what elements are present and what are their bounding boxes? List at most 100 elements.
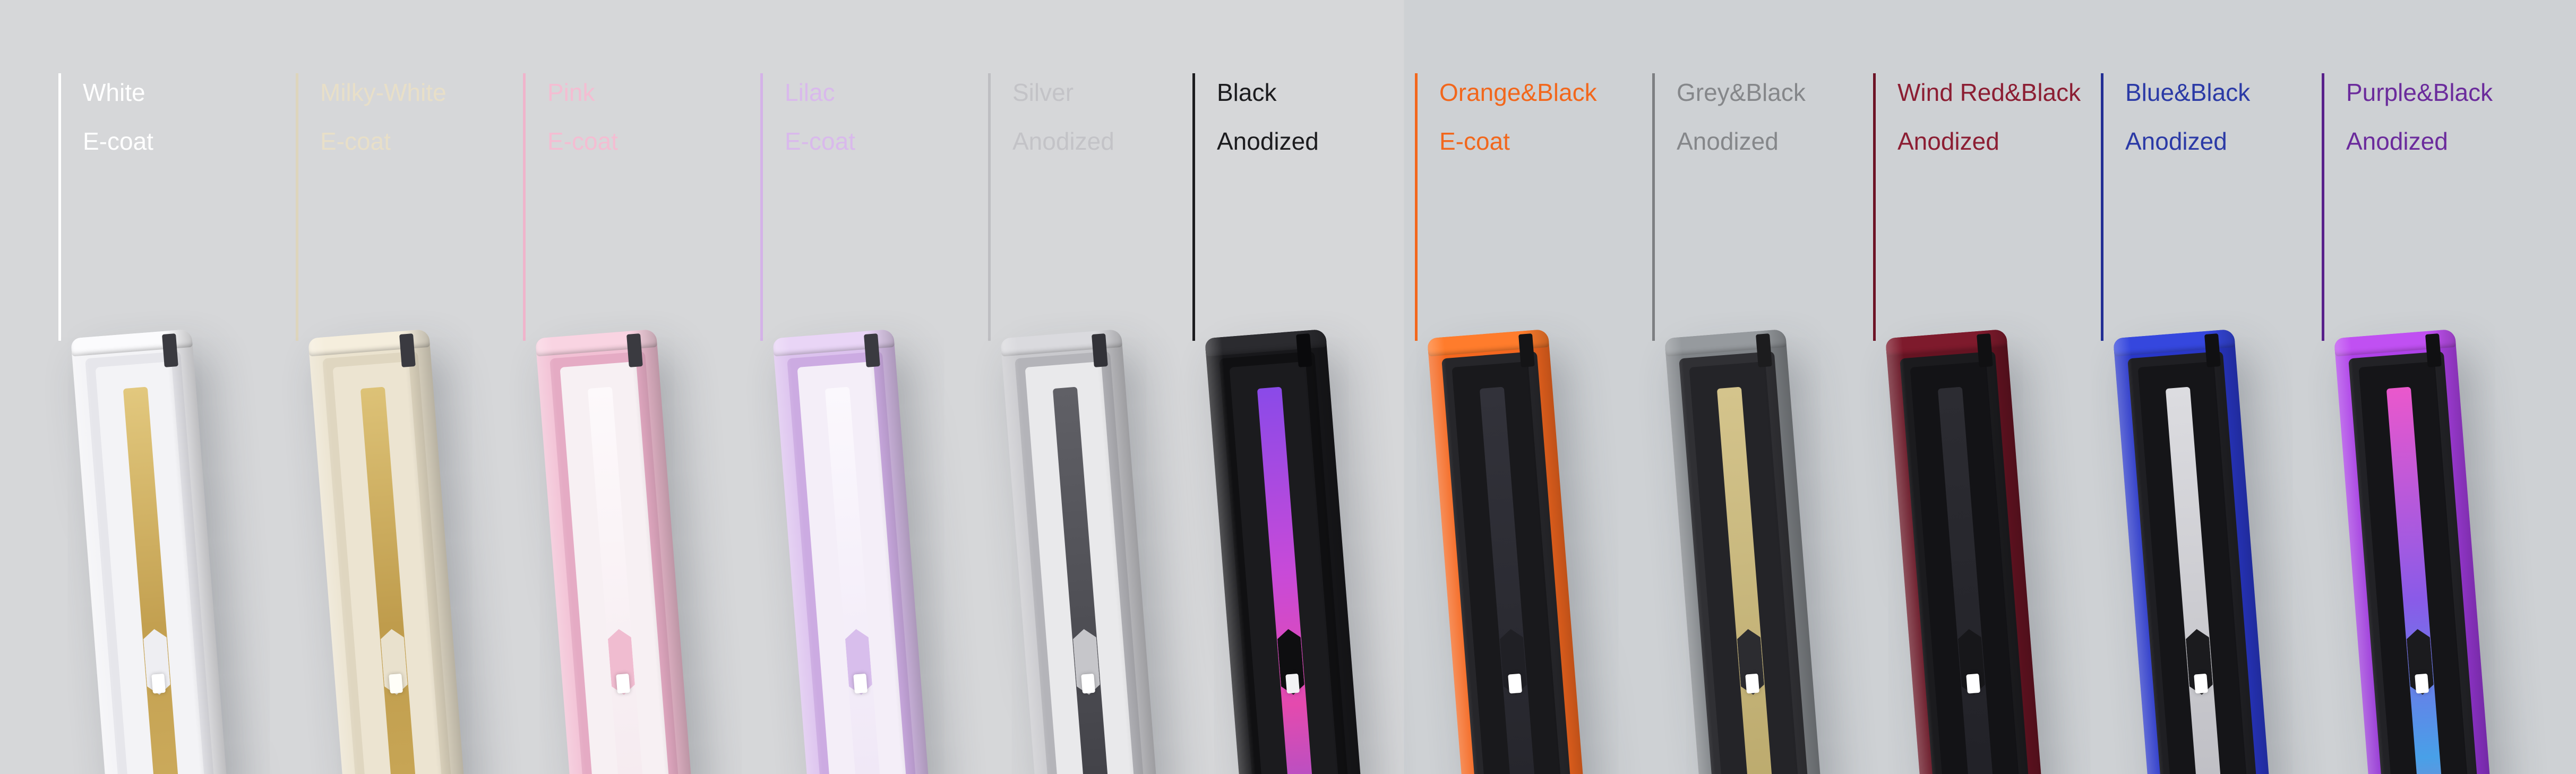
product-face — [1900, 351, 2039, 774]
variant-accent-line — [1415, 73, 1418, 341]
product-render — [1205, 329, 1371, 774]
variant-label: Grey&Black Anodized — [1677, 68, 1806, 166]
product-port — [2194, 673, 2208, 694]
product-port — [1966, 673, 1980, 694]
product-render — [1427, 329, 1594, 774]
product-window — [560, 361, 680, 774]
product-window — [1229, 361, 1349, 774]
product-window — [2137, 361, 2257, 774]
product-strip — [1257, 386, 1323, 774]
product-face — [549, 351, 689, 774]
variant-finish: Anodized — [1897, 127, 1999, 155]
product-clip — [1977, 333, 1993, 367]
variant-label: Wind Red&Black Anodized — [1897, 68, 2081, 166]
product-clip — [162, 333, 178, 367]
product-render — [308, 329, 475, 774]
variant-column: Blue&Black Anodized — [2101, 0, 2334, 774]
product-strip — [2386, 386, 2452, 774]
product-port — [1285, 673, 1300, 694]
product-window — [332, 361, 452, 774]
product-clip — [626, 333, 643, 367]
variant-column: Milky-White E-coat — [296, 0, 529, 774]
product-render — [772, 329, 939, 774]
product-port — [1081, 673, 1095, 694]
variant-column: Lilac E-coat — [760, 0, 994, 774]
variant-column: Purple&Black Anodized — [2322, 0, 2555, 774]
product-port — [1508, 673, 1522, 694]
product-port — [1745, 673, 1759, 694]
product-render — [2334, 329, 2501, 774]
variant-label: Silver Anodized — [1012, 68, 1114, 166]
product-clip — [1518, 333, 1535, 367]
product-clip — [2204, 333, 2221, 367]
variant-column: Black Anodized — [1192, 0, 1426, 774]
product-strip — [2165, 386, 2231, 774]
product-clip — [1756, 333, 1772, 367]
product-clip — [2425, 333, 2442, 367]
variant-label: Purple&Black Anodized — [2346, 68, 2493, 166]
product-clip — [864, 333, 880, 367]
variant-finish: Anodized — [2346, 127, 2448, 155]
variant-accent-line — [1873, 73, 1876, 341]
product-render — [1885, 329, 2052, 774]
product-render — [71, 329, 237, 774]
variant-accent-line — [523, 73, 526, 341]
product-face — [322, 351, 462, 774]
product-clip — [1092, 333, 1108, 367]
variant-finish: Anodized — [1217, 127, 1319, 155]
variant-column: Orange&Black E-coat — [1415, 0, 1648, 774]
variant-label: Milky-White E-coat — [320, 68, 446, 166]
variant-accent-line — [1652, 73, 1655, 341]
variant-accent-line — [58, 73, 61, 341]
product-strip — [1937, 386, 2004, 774]
product-clip — [399, 333, 416, 367]
variant-column: White E-coat — [58, 0, 292, 774]
variant-finish: Anodized — [1677, 127, 1779, 155]
product-face — [85, 351, 225, 774]
product-face — [1679, 351, 1818, 774]
variant-label: Black Anodized — [1217, 68, 1319, 166]
variant-column: Grey&Black Anodized — [1652, 0, 1886, 774]
variant-name: Milky-White — [320, 79, 446, 106]
variant-label: Blue&Black Anodized — [2125, 68, 2250, 166]
product-window — [1025, 361, 1145, 774]
variant-finish: E-coat — [320, 127, 391, 155]
product-strip — [1479, 386, 1545, 774]
variant-name: Orange&Black — [1439, 79, 1597, 106]
product-face — [1015, 351, 1154, 774]
variant-name: Grey&Black — [1677, 79, 1806, 106]
variant-finish: Anodized — [2125, 127, 2227, 155]
variant-name: Lilac — [785, 79, 835, 106]
product-face — [2127, 351, 2267, 774]
variant-label: Lilac E-coat — [785, 68, 855, 166]
product-clip — [1296, 333, 1312, 367]
product-render — [1664, 329, 1831, 774]
variant-name: White — [83, 79, 145, 106]
variant-name: Pink — [547, 79, 595, 106]
product-window — [2358, 361, 2478, 774]
variant-column: Silver Anodized — [988, 0, 1222, 774]
variant-label: Pink E-coat — [547, 68, 618, 166]
product-window — [1689, 361, 1809, 774]
product-render — [2113, 329, 2280, 774]
product-render — [1000, 329, 1167, 774]
variant-name: Wind Red&Black — [1897, 79, 2081, 106]
product-strip — [1052, 386, 1119, 774]
variant-accent-line — [760, 73, 763, 341]
product-window — [95, 361, 215, 774]
product-strip — [825, 386, 891, 774]
variant-accent-line — [2101, 73, 2103, 341]
variant-finish: E-coat — [785, 127, 855, 155]
variant-accent-line — [1192, 73, 1195, 341]
variant-accent-line — [296, 73, 298, 341]
variant-accent-line — [988, 73, 991, 341]
product-port — [151, 673, 166, 694]
product-strip — [360, 386, 426, 774]
product-strip — [1716, 386, 1783, 774]
variant-column: Pink E-coat — [523, 0, 757, 774]
product-face — [787, 351, 926, 774]
product-strip — [123, 386, 189, 774]
variant-finish: E-coat — [83, 127, 153, 155]
product-window — [1910, 361, 2030, 774]
